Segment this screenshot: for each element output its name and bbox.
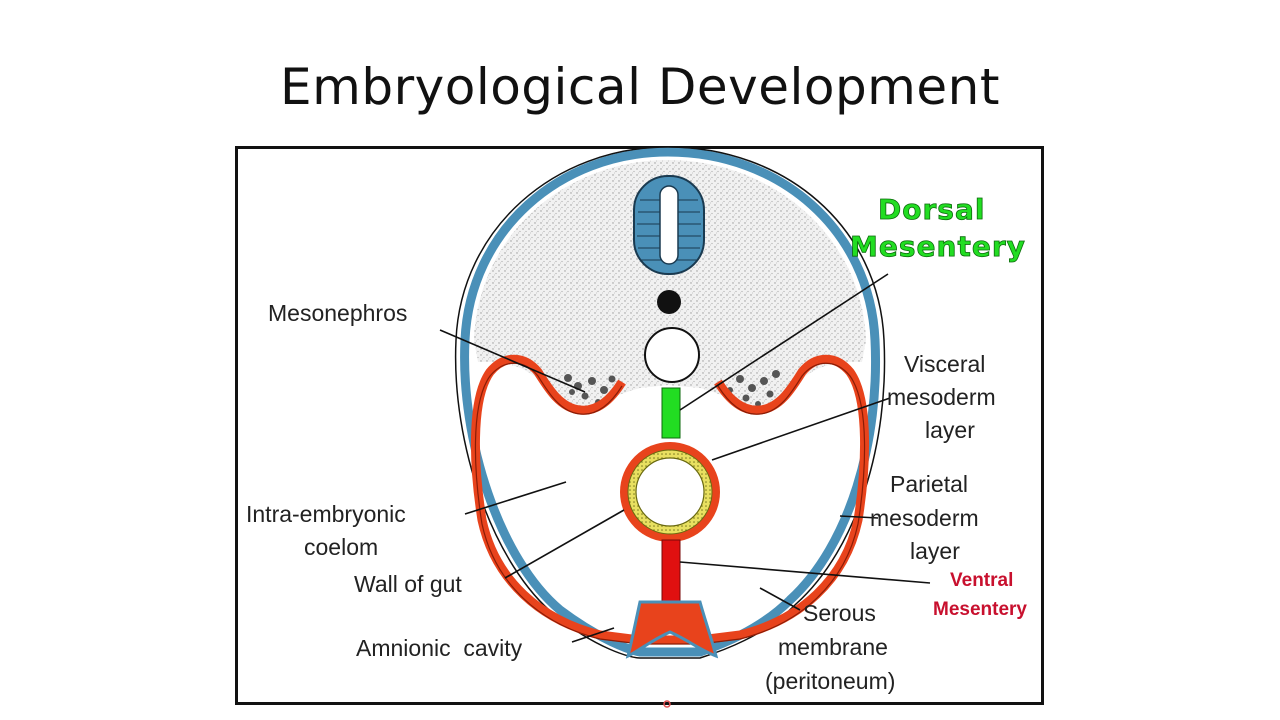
label-parietal-line2: mesoderm	[870, 505, 979, 531]
gut-lumen	[635, 457, 705, 527]
mesoderm-lining-inner	[474, 362, 866, 645]
pointer-dot	[663, 700, 671, 708]
notochord	[657, 290, 681, 314]
label-intra-line1: Intra-embryonic	[246, 501, 406, 527]
label-visceral-line3: layer	[925, 417, 975, 443]
label-parietal-line3: layer	[910, 538, 960, 564]
label-visceral-line2: mesoderm	[887, 384, 996, 410]
leader-mesonephros	[439, 329, 586, 393]
ventral-body-fold	[625, 600, 719, 659]
leader-parietal	[839, 515, 879, 519]
label-mesonephros: Mesonephros	[268, 300, 407, 326]
label-visceral-line1: Visceral	[904, 351, 985, 377]
label-serous-line3: (peritoneum)	[765, 668, 895, 694]
dorsal-aorta	[644, 327, 700, 383]
leader-amnionic	[571, 627, 615, 643]
neural-canal	[659, 185, 679, 265]
leader-ventral-mesentery	[679, 561, 931, 584]
label-intra-line2: coelom	[304, 534, 378, 560]
label-amnionic-cavity: Amnionic cavity	[356, 635, 523, 661]
leader-intra-embryonic	[464, 481, 567, 515]
label-ventral-mesentery-line1: Ventral	[950, 570, 1013, 591]
leader-visceral	[711, 397, 891, 461]
label-dorsal-mesentery-line1: Dorsal	[878, 193, 985, 226]
dorsal-mesentery	[661, 387, 681, 439]
label-wall-of-gut: Wall of gut	[354, 571, 462, 597]
label-parietal-line1: Parietal	[890, 471, 968, 497]
leader-dorsal-mesentery	[679, 273, 889, 411]
label-ventral-mesentery-line2: Mesentery	[933, 599, 1027, 620]
label-dorsal-mesentery-line2: Mesentery	[850, 230, 1026, 263]
label-serous-line2: membrane	[778, 634, 888, 660]
leader-wall-of-gut	[504, 509, 625, 579]
ventral-mesentery	[661, 539, 681, 603]
leader-serous	[759, 587, 801, 611]
label-serous-line1: Serous	[803, 600, 876, 626]
slide-title: Embryological Development	[280, 58, 1000, 116]
dorsal-mesenchyme	[474, 160, 866, 407]
leader-lines	[439, 273, 931, 643]
body-wall-ectoderm-edge	[454, 146, 886, 659]
